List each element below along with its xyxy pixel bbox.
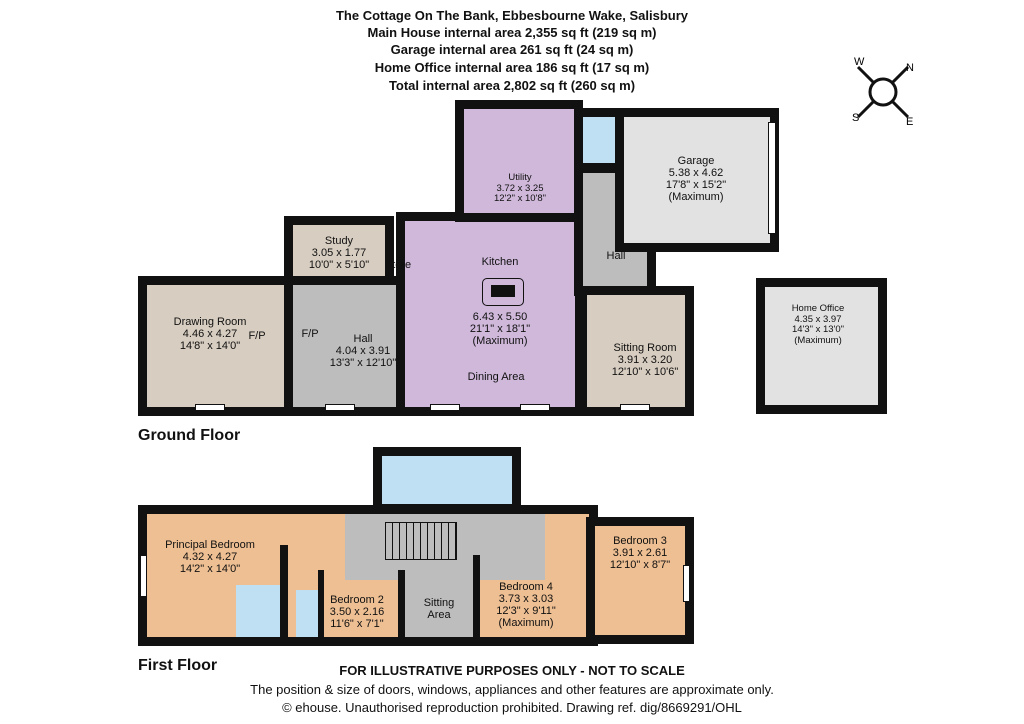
wall [318,570,324,637]
ground-floor-label: Ground Floor [138,427,241,444]
property-title: The Cottage On The Bank, Ebbesbourne Wak… [335,8,689,23]
sitting-room [578,286,694,416]
bathroom [373,447,521,513]
compass-w: W [854,56,865,68]
fireplace-label: F/P [248,330,266,342]
compass-s: S [852,112,859,124]
home-office-area: Home Office internal area 186 sq ft (17 … [374,60,650,75]
hall [284,276,406,416]
fireplace-label: F/P [301,328,319,340]
shower-room [296,590,318,637]
staircase [385,522,457,560]
compass-n: N [906,62,914,74]
disclaimer: FOR ILLUSTRATIVE PURPOSES ONLY - NOT TO … [339,663,685,678]
wall [280,545,288,637]
window [683,565,690,602]
approximation-note: The position & size of doors, windows, a… [250,682,774,697]
window [430,404,460,411]
garage-door [768,122,776,234]
kitchen-island [482,278,524,306]
first-floor-label: First Floor [138,657,218,674]
wall [473,555,480,637]
window [620,404,650,411]
study [284,216,394,286]
compass-icon: W N S E [852,56,914,125]
window [325,404,355,411]
wall [398,570,405,637]
window [520,404,550,411]
window [195,404,225,411]
room-label-dining-area: Dining Area [467,371,525,383]
sitting-area [405,570,473,637]
drawing-room [138,276,294,416]
room-label-kitchen: Kitchen [481,256,519,268]
copyright: © ehouse. Unauthorised reproduction proh… [282,700,742,715]
compass-e: E [906,116,913,125]
room-label-store: Store [384,259,412,271]
main-house-area: Main House internal area 2,355 sq ft (21… [367,25,657,40]
window [140,555,147,597]
garage-area: Garage internal area 261 sq ft (24 sq m) [390,42,634,57]
room-label-rear-hall: Hall [606,250,626,262]
utility [455,100,583,222]
total-area: Total internal area 2,802 sq ft (260 sq … [388,78,636,93]
ensuite [236,585,280,637]
home-office [756,278,887,414]
